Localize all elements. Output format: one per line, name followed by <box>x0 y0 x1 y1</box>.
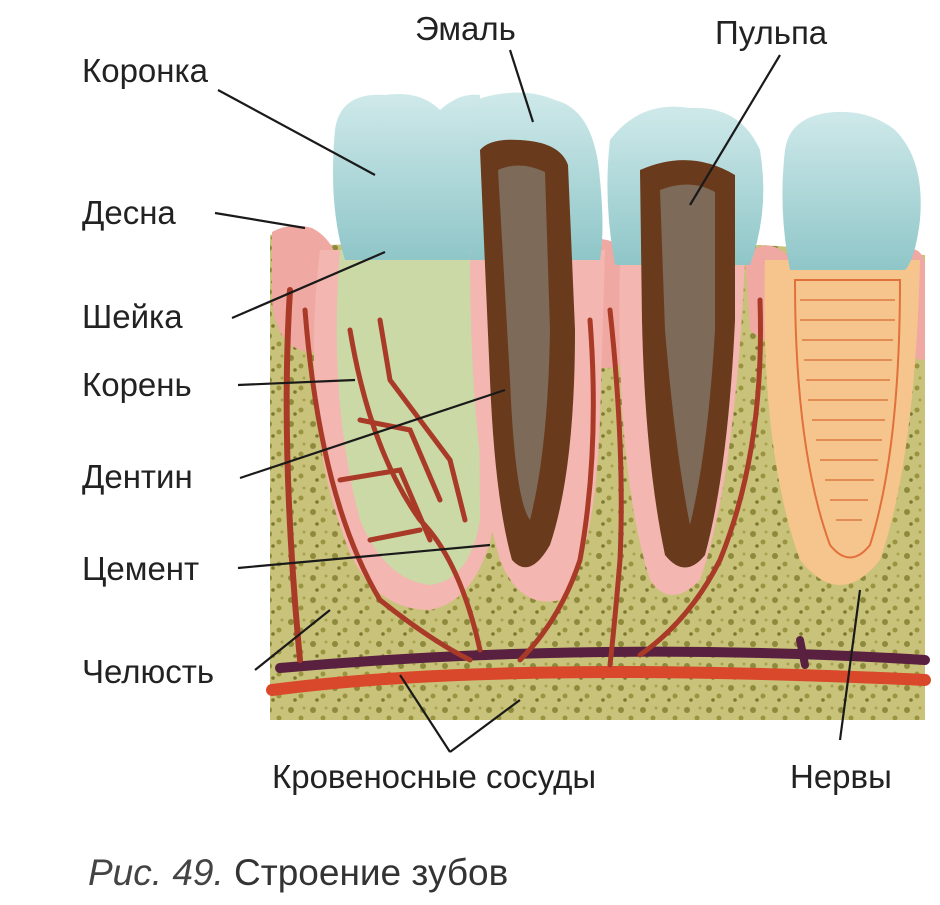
label-dentin: Дентин <box>82 458 193 495</box>
label-nerves: Нервы <box>790 758 892 795</box>
leader-lines <box>214 49 862 753</box>
label-jaw: Челюсть <box>82 653 215 690</box>
figure-caption: Рис. 49. Строение зубов <box>88 852 508 894</box>
tooth-sectioned-premolar <box>607 106 764 595</box>
blood-vessels <box>266 287 931 696</box>
label-cement: Цемент <box>82 550 200 587</box>
figure-number: Рис. 49. <box>88 852 224 893</box>
tooth-right-with-nerves <box>764 111 921 585</box>
label-crown: Коронка <box>82 52 209 89</box>
label-pulp: Пульпа <box>715 14 828 51</box>
label-neck: Шейка <box>82 298 183 335</box>
figure-title: Строение зубов <box>234 852 509 893</box>
label-enamel: Эмаль <box>415 10 516 47</box>
label-root: Корень <box>82 366 192 403</box>
label-blood-vessels: Кровеносные сосуды <box>272 758 597 795</box>
tooth-sectioned-molar <box>470 92 605 602</box>
label-gum: Десна <box>82 194 176 231</box>
